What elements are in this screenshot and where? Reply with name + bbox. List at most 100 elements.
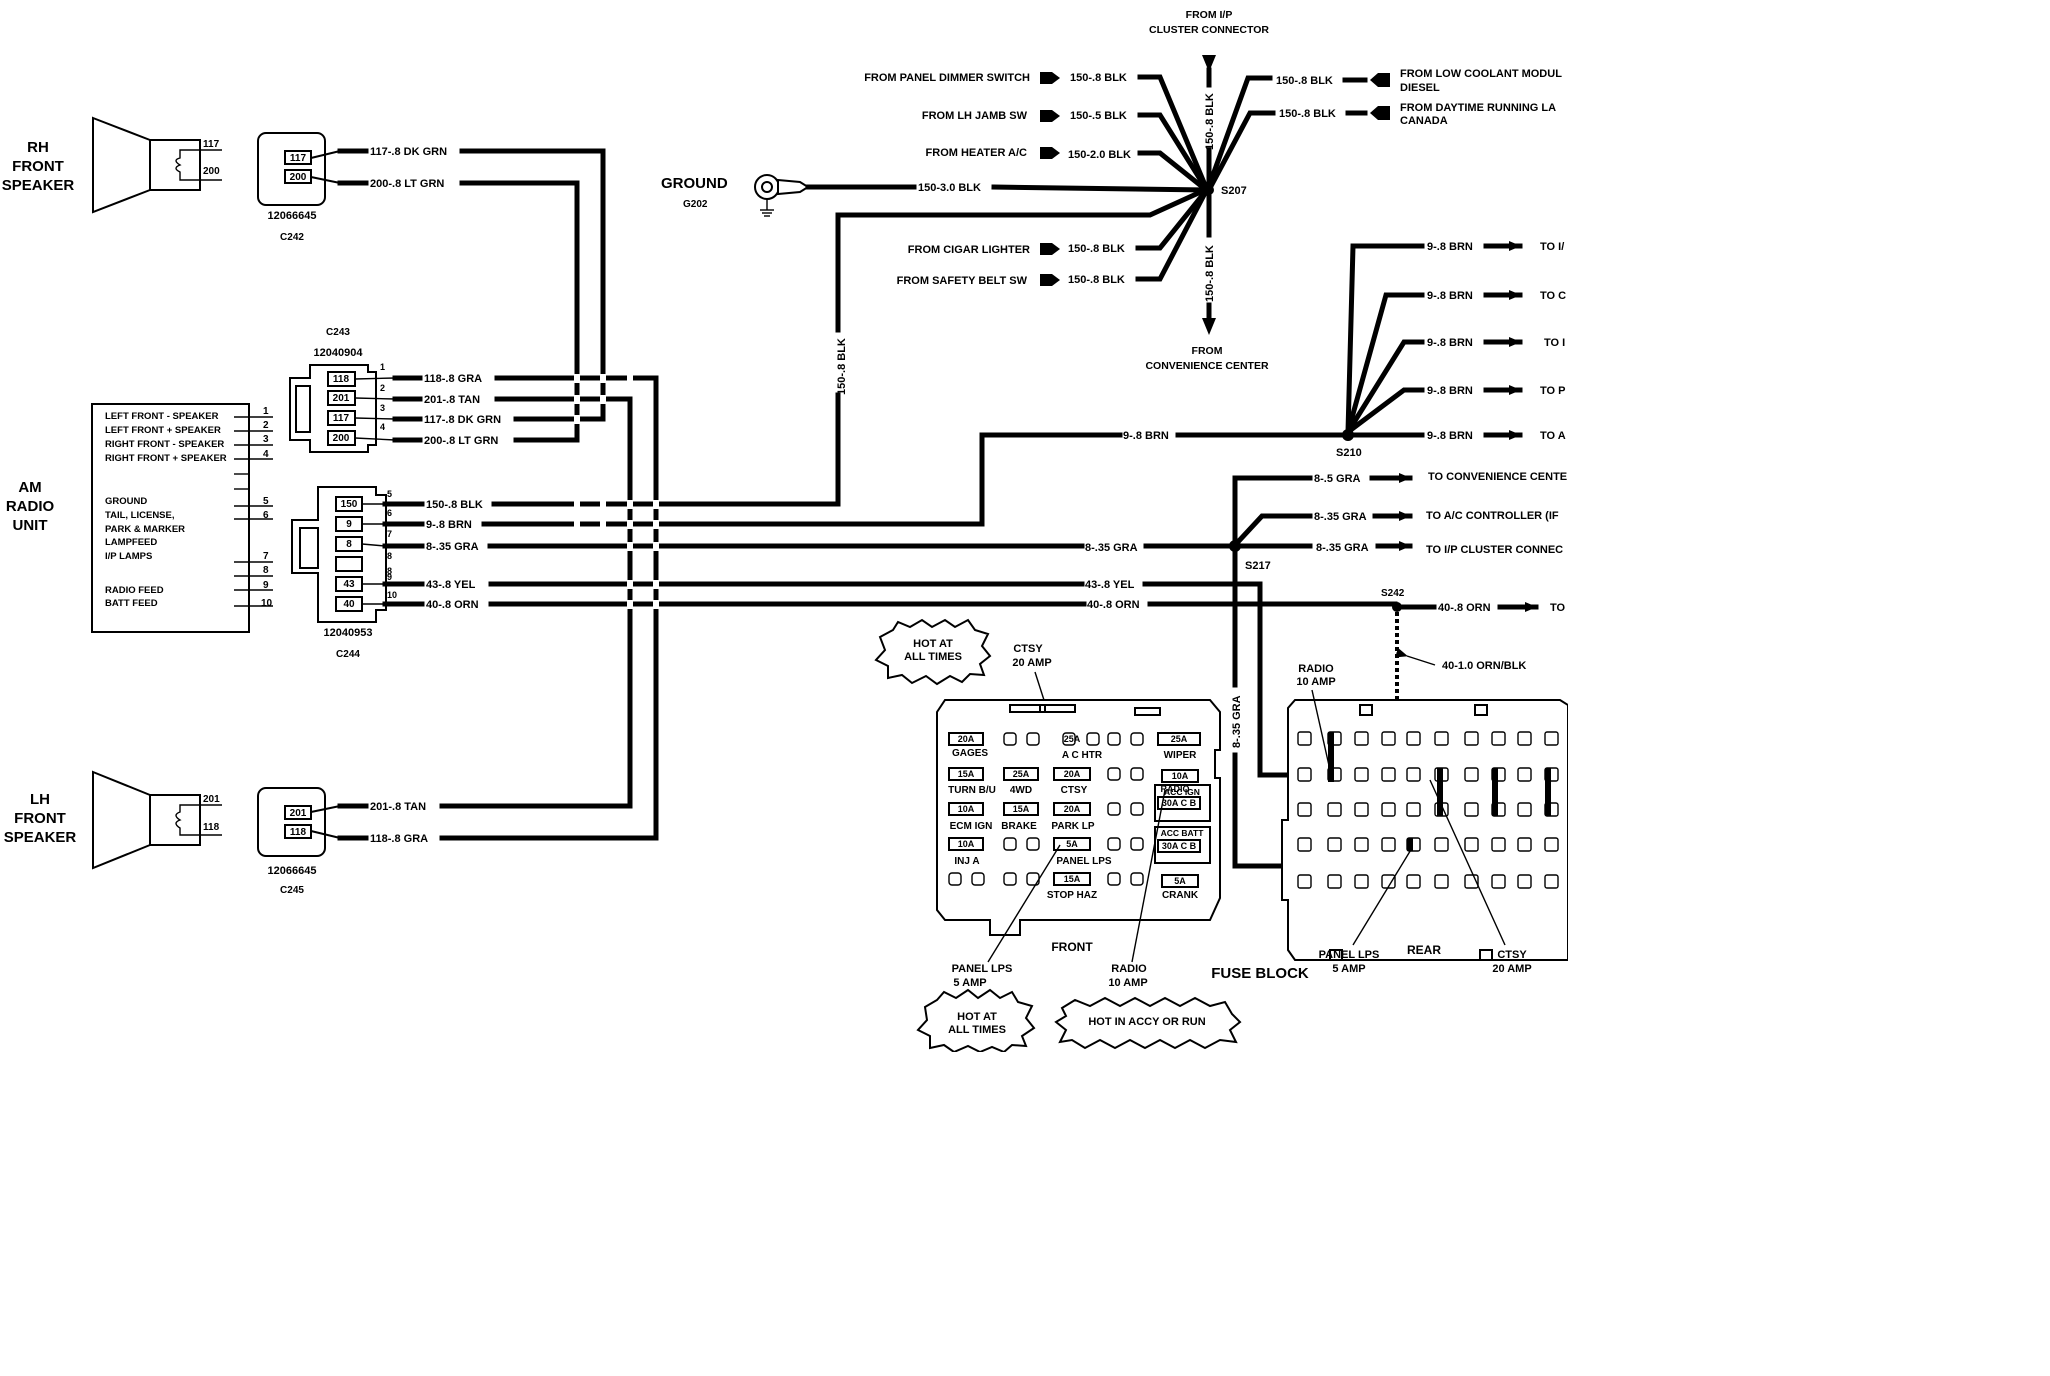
- s207-name: S207: [1221, 185, 1247, 197]
- diagram-label: 5 AMP: [953, 977, 986, 989]
- diagram-label: 117: [333, 413, 350, 424]
- diagram-label: FROM DAYTIME RUNNING LA: [1400, 102, 1556, 114]
- diagram-label: FROM SAFETY BELT SW: [897, 275, 1028, 287]
- s217-name: S217: [1245, 560, 1271, 572]
- diagram-label: FROM HEATER A/C: [926, 147, 1027, 159]
- diagram-label: TO I/P CLUSTER CONNEC: [1426, 544, 1563, 556]
- diagram-label: 10: [387, 590, 397, 600]
- connector-c243: C243 12040904 118 201 117 200 1 2 3 4: [289, 327, 396, 453]
- diagram-label: TAIL, LICENSE,: [105, 510, 175, 521]
- lh-front-speaker: LH FRONT SPEAKER 201 118: [4, 770, 222, 870]
- fuse-block-front-label: FRONT: [1051, 940, 1093, 954]
- rh-speaker-title-3: SPEAKER: [2, 177, 75, 194]
- diagram-label: PANEL LPS: [1056, 856, 1112, 867]
- rh-speaker-magnet: [149, 139, 201, 191]
- c243-wire-1: 118-.8 GRA: [424, 373, 482, 385]
- hot-at-all-times-burst-top: [874, 618, 992, 686]
- diagram-label: 20 AMP: [1012, 657, 1051, 669]
- splice-s210: S210 9-.8 BRN 9-.8 BRN 9-.8 BRN 9-.8 BRN…: [1336, 241, 1566, 459]
- diagram-label: 3: [263, 434, 269, 445]
- diagram-label: 5: [263, 496, 269, 507]
- diagram-label: 9-.8 BRN: [1427, 290, 1473, 302]
- c244-name: C244: [336, 649, 360, 660]
- diagram-label: HOT AT: [957, 1011, 997, 1023]
- diagram-label: CTSY: [1497, 949, 1527, 961]
- diagram-label: 5: [387, 489, 392, 499]
- diagram-label: 5A: [1174, 876, 1186, 886]
- diagram-label: TO I: [1544, 337, 1565, 349]
- diagram-label: 150: [341, 499, 358, 510]
- c242-pin-200: 200: [290, 172, 307, 183]
- s210-in-wire: 9-.8 BRN: [1123, 430, 1169, 442]
- c244-wire-150: 150-.8 BLK: [426, 499, 483, 511]
- c243-wire-3: 117-.8 DK GRN: [424, 414, 501, 426]
- lh-speaker-cone-icon: [92, 770, 151, 870]
- c245-pin-118: 118: [290, 827, 307, 838]
- diagram-label: 7: [387, 529, 392, 539]
- rh-front-speaker: RH FRONT SPEAKER 117 200: [2, 116, 222, 214]
- diagram-label: 150-.8 BLK: [1070, 72, 1127, 84]
- diagram-label: BRAKE: [1001, 821, 1037, 832]
- diagram-label: 2: [263, 420, 269, 431]
- diagram-label: 200: [333, 433, 350, 444]
- diagram-label: ALL TIMES: [904, 651, 962, 663]
- diagram-label: 8: [263, 565, 269, 576]
- s242-branch-wire: 40-1.0 ORN/BLK: [1442, 660, 1526, 672]
- diagram-label: PARK & MARKER: [105, 524, 185, 535]
- diagram-label: CANADA: [1400, 115, 1448, 127]
- radio-title-2: RADIO: [6, 498, 55, 515]
- s217-in-wire: 8-.35 GRA: [1085, 542, 1138, 554]
- diagram-label: 8: [346, 539, 352, 550]
- diagram-label: 8: [387, 551, 392, 561]
- s210-name: S210: [1336, 447, 1362, 459]
- c242-part-number: 12066645: [268, 210, 317, 222]
- diagram-label: 9: [346, 519, 352, 530]
- c242-pin-117: 117: [290, 153, 307, 164]
- ground-wire: 150-3.0 BLK: [918, 182, 981, 194]
- diagram-label: ACC IGN: [1164, 787, 1200, 797]
- fuse-block-rear-label: REAR: [1407, 943, 1441, 957]
- diagram-label: FROM: [1192, 345, 1223, 357]
- connector-c245: 201 118 12066645 C245: [257, 787, 341, 896]
- connector-c242: 117 200 12066645 C242: [257, 132, 341, 243]
- connector-c244: 150 9 8 43 40 5 6 7 8 8 9 10 12040953 C2…: [291, 486, 397, 660]
- c245-wire-201: 201-.8 TAN: [370, 801, 426, 813]
- diagram-label: LEFT FRONT + SPEAKER: [105, 425, 221, 436]
- diagram-label: 20A: [1064, 804, 1081, 814]
- c245-name: C245: [280, 885, 304, 896]
- diagram-label: 150-.8 BLK: [1276, 75, 1333, 87]
- diagram-label: TO P: [1540, 385, 1565, 397]
- diagram-label: WIPER: [1164, 750, 1198, 761]
- diagram-label: 7: [263, 551, 269, 562]
- am-radio-unit: AM RADIO UNIT LEFT FRONT - SPEAKER LEFT …: [6, 403, 273, 633]
- diagram-label: 5A: [1066, 839, 1078, 849]
- diagram-label: 30A C B: [1162, 798, 1197, 808]
- rh-speaker-pin-2: 200: [203, 166, 220, 177]
- splice-s242: S242 40-.8 ORN TO 40-1.0 ORN/BLK: [1381, 588, 1566, 772]
- diagram-label: 8-.5 GRA: [1314, 473, 1361, 485]
- diagram-label: 9-.8 BRN: [1427, 430, 1473, 442]
- c244-wire-40: 40-.8 ORN: [426, 599, 479, 611]
- diagram-label: 1: [263, 406, 269, 417]
- lh-speaker-title-3: SPEAKER: [4, 829, 77, 846]
- diagram-label: 30A C B: [1162, 841, 1197, 851]
- lh-speaker-pin-1: 201: [203, 794, 220, 805]
- diagram-label: 118: [333, 374, 350, 385]
- diagram-label: HOT AT: [913, 638, 953, 650]
- hot-at-all-times-burst-bottom: [916, 988, 1036, 1052]
- diagram-label: INJ A: [954, 856, 979, 867]
- rh-speaker-title-2: FRONT: [12, 158, 64, 175]
- diagram-label: FROM I/P: [1186, 9, 1233, 21]
- diagram-label: 4WD: [1010, 785, 1032, 796]
- ground-g202: GROUND G202: [661, 174, 810, 217]
- diagram-label: 40-.8 ORN: [1438, 602, 1491, 614]
- diagram-label: 9-.8 BRN: [1427, 385, 1473, 397]
- diagram-label: PARK LP: [1051, 821, 1094, 832]
- diagram-label: 8-.35 GRA: [1231, 695, 1243, 748]
- diagram-label: 10 AMP: [1296, 676, 1335, 688]
- diagram-label: TURN B/U: [948, 785, 996, 796]
- diagram-label: 20A: [1064, 769, 1081, 779]
- s242-in-wire: 40-.8 ORN: [1087, 599, 1140, 611]
- diagram-label: 150-2.0 BLK: [1068, 149, 1131, 161]
- diagram-label: FROM CIGAR LIGHTER: [908, 244, 1030, 256]
